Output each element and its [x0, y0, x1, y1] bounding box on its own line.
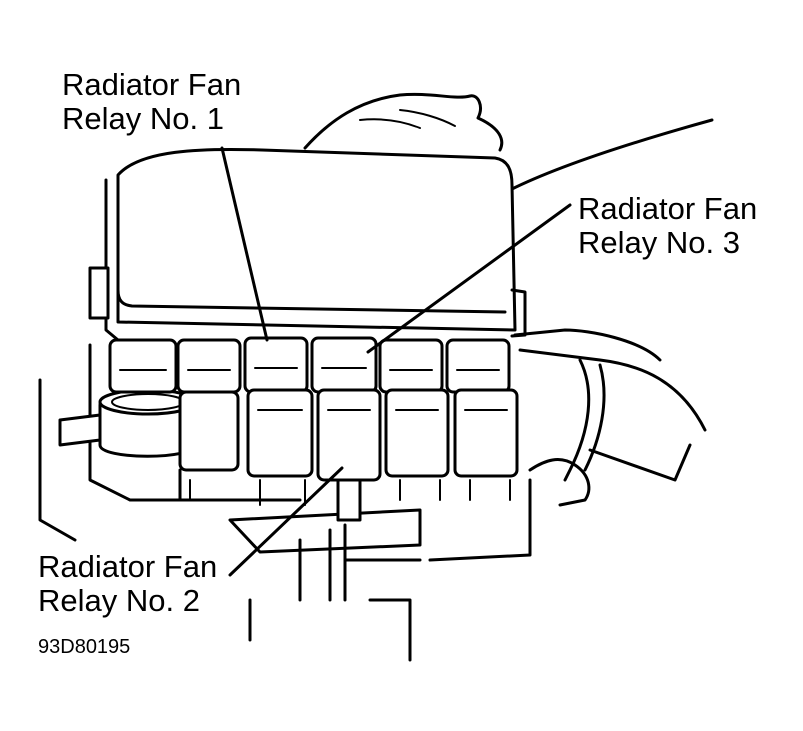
- figure-id: 93D80195: [38, 636, 131, 658]
- label-relay3-line1: Radiator Fan: [578, 191, 758, 226]
- label-relay2-line1: Radiator Fan: [38, 549, 218, 584]
- leader-relay-3: [366, 203, 572, 354]
- hand-drawing: [303, 92, 714, 192]
- relay-box-cover: [88, 147, 527, 342]
- relay-row-bottom: [178, 388, 519, 522]
- leader-relay-2: [228, 466, 344, 577]
- label-relay1-line2: Relay No. 1: [62, 101, 224, 136]
- label-radiator-fan-relay-1: Radiator Fan Relay No. 1: [62, 68, 241, 136]
- relay-row-top: [108, 336, 511, 394]
- leader-lines: [220, 146, 572, 577]
- label-relay2-line2: Relay No. 2: [38, 583, 200, 618]
- label-radiator-fan-relay-2: Radiator Fan Relay No. 2: [38, 550, 217, 618]
- radiator-fan-relay-3: [310, 336, 378, 394]
- radiator-fan-relay-1: [243, 336, 309, 394]
- label-radiator-fan-relay-3: Radiator Fan Relay No. 3: [578, 192, 757, 260]
- relay-box-body: [38, 328, 707, 662]
- label-relay1-line1: Radiator Fan: [62, 67, 242, 102]
- label-relay3-line2: Relay No. 3: [578, 225, 740, 260]
- connector-cap: [58, 388, 198, 458]
- leader-relay-1: [220, 146, 269, 342]
- radiator-fan-relay-2: [316, 388, 382, 482]
